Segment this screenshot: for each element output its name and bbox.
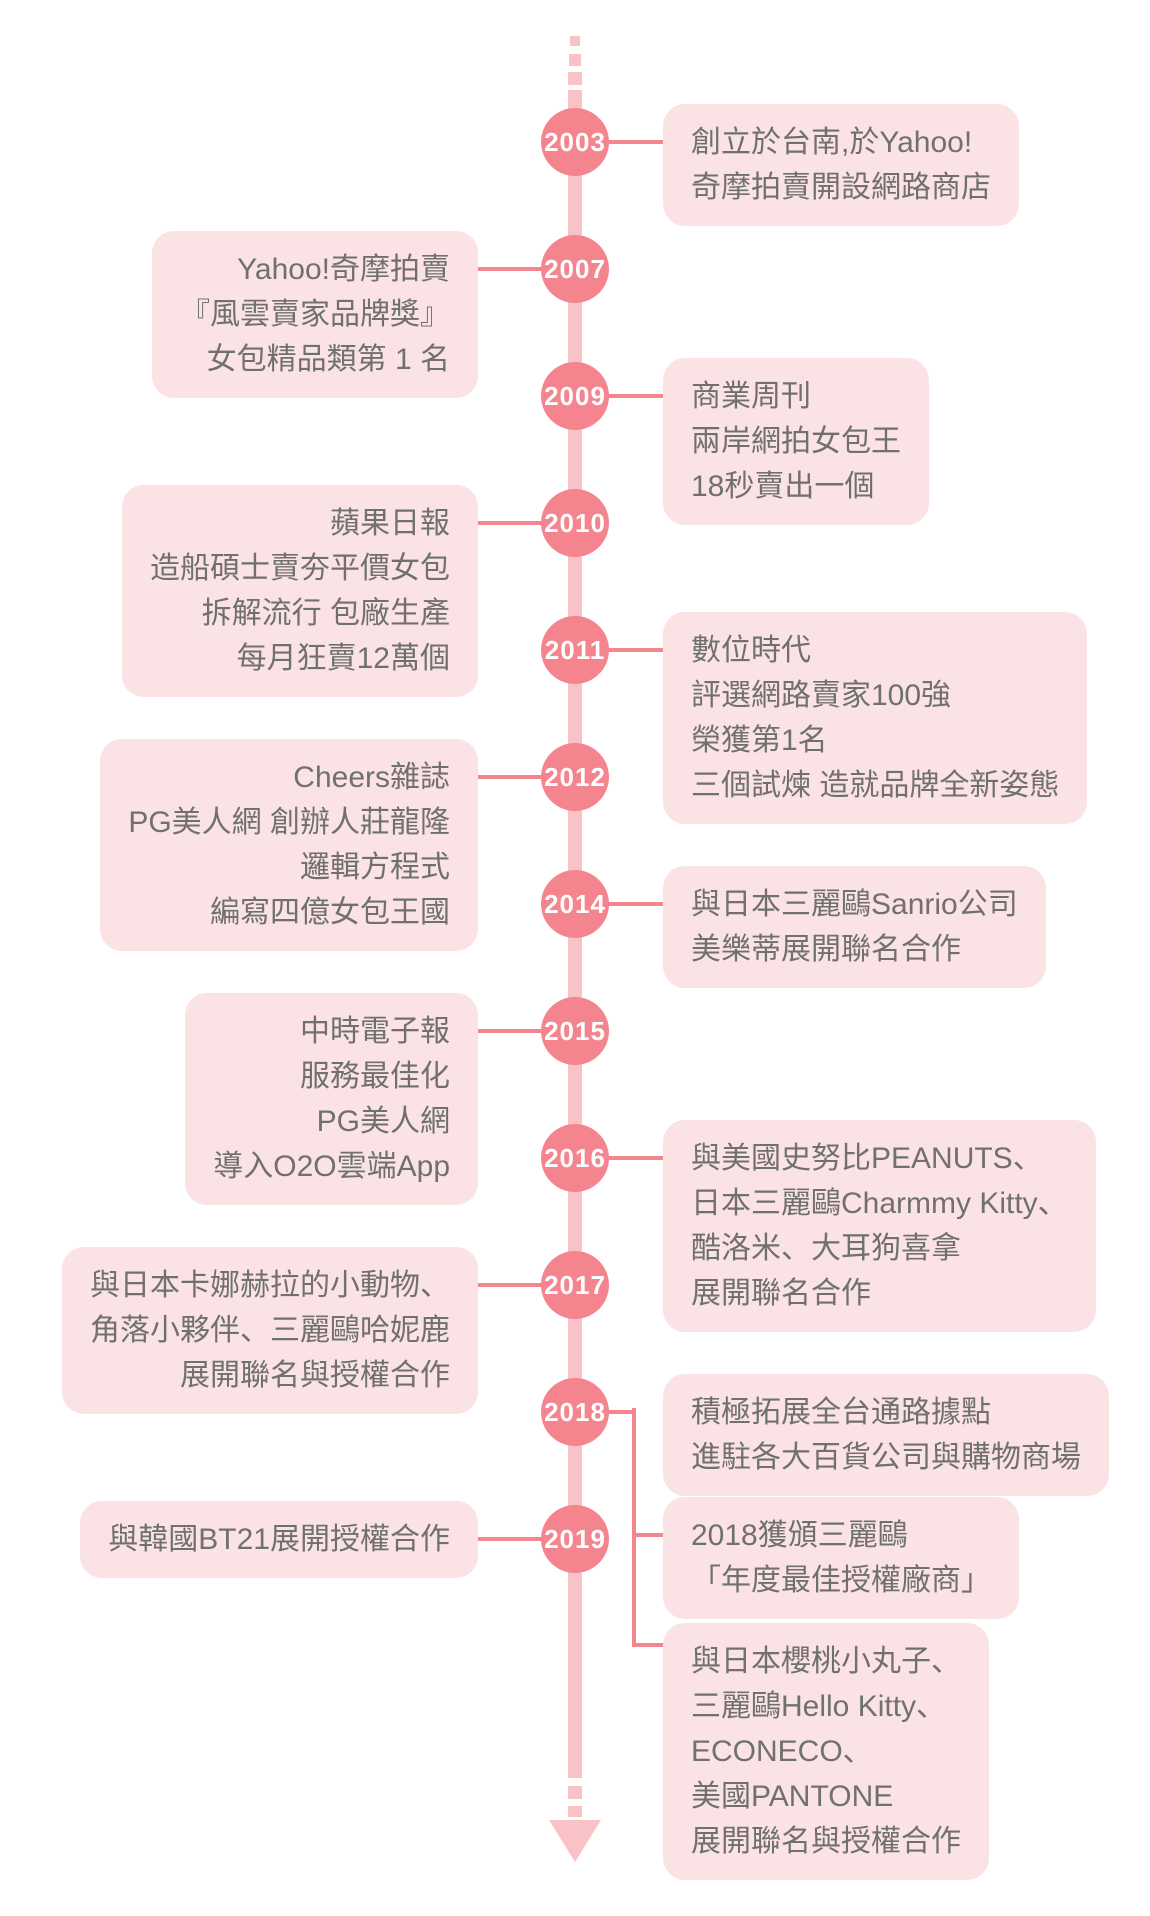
timeline-node-2003: 2003	[541, 108, 609, 176]
event-text-line: 三個試煉 造就品牌全新姿態	[691, 769, 1060, 802]
event-box-2017: 與日本卡娜赫拉的小動物、 角落小夥伴、三麗鷗哈妮鹿 展開聯名與授權合作	[62, 1247, 478, 1414]
event-box-2019-award: 2018獲頒三麗鷗 「年度最佳授權廠商」	[663, 1497, 1019, 1619]
connector-2018	[605, 1410, 635, 1414]
event-box-2012: Cheers雜誌 PG美人網 創辦人莊龍隆 邏輯方程式 編寫四億女包王國	[100, 739, 478, 951]
timeline-node-2019: 2019	[541, 1505, 609, 1573]
event-box-2010: 蘋果日報 造船碩士賣夯平價女包 拆解流行 包廠生產 每月狂賣12萬個	[122, 485, 478, 697]
event-text-line: 日本三麗鷗Charmmy Kitty、	[691, 1187, 1068, 1220]
timeline-node-2012: 2012	[541, 743, 609, 811]
event-text-line: 展開聯名合作	[691, 1277, 871, 1310]
event-box-2019-collab: 與日本櫻桃小丸子、 三麗鷗Hello Kitty、 ECONECO、 美國PAN…	[663, 1623, 989, 1880]
event-text-line: 創立於台南,於Yahoo!	[691, 126, 973, 159]
connector-2010	[476, 521, 545, 525]
event-text-line: 兩岸網拍女包王	[691, 425, 901, 458]
timeline-node-2007: 2007	[541, 235, 609, 303]
arrow-down-icon	[549, 1820, 601, 1862]
event-text-line: 拆解流行 包廠生產	[201, 597, 450, 630]
event-box-2009: 商業周刊 兩岸網拍女包王 18秒賣出一個	[663, 358, 929, 525]
event-text-line: 展開聯名與授權合作	[180, 1359, 450, 1392]
connector-2009	[605, 394, 665, 398]
timeline-node-2016: 2016	[541, 1124, 609, 1192]
event-text-line: 積極拓展全台通路據點	[691, 1396, 991, 1429]
event-text-line: Yahoo!奇摩拍賣	[237, 253, 450, 286]
spine-dash	[570, 36, 580, 46]
branch-line-2018	[632, 1408, 636, 1647]
timeline-node-2010: 2010	[541, 489, 609, 557]
connector-2016	[605, 1156, 665, 1160]
timeline-node-2009: 2009	[541, 362, 609, 430]
event-text-line: 進駐各大百貨公司與購物商場	[691, 1441, 1081, 1474]
timeline-node-2011: 2011	[541, 616, 609, 684]
event-text-line: 中時電子報	[300, 1015, 450, 1048]
branch-stub-2019-collab	[632, 1643, 665, 1647]
event-text-line: 導入O2O雲端App	[213, 1150, 450, 1183]
connector-2014	[605, 902, 665, 906]
timeline-node-2017: 2017	[541, 1251, 609, 1319]
event-text-line: 服務最佳化	[300, 1060, 450, 1093]
event-text-line: 女包精品類第 1 名	[206, 343, 450, 376]
event-box-2014: 與日本三麗鷗Sanrio公司 美樂蒂展開聯名合作	[663, 866, 1046, 988]
connector-2003	[605, 140, 665, 144]
event-text-line: 與美國史努比PEANUTS、	[691, 1142, 1043, 1175]
event-text-line: 商業周刊	[691, 380, 811, 413]
event-text-line: 邏輯方程式	[300, 851, 450, 884]
event-box-2011: 數位時代 評選網路賣家100強 榮獲第1名 三個試煉 造就品牌全新姿態	[663, 612, 1088, 824]
connector-2007	[476, 267, 545, 271]
event-text-line: 與韓國BT21展開授權合作	[108, 1523, 450, 1556]
connector-2019	[476, 1537, 545, 1541]
event-text-line: 與日本櫻桃小丸子、	[691, 1645, 961, 1678]
connector-2015	[476, 1029, 545, 1033]
event-text-line: 2018獲頒三麗鷗	[691, 1519, 908, 1552]
event-text-line: 美國PANTONE	[691, 1780, 894, 1813]
event-text-line: ECONECO、	[691, 1735, 873, 1768]
event-box-2015: 中時電子報 服務最佳化 PG美人網 導入O2O雲端App	[185, 993, 478, 1205]
event-text-line: 「年度最佳授權廠商」	[691, 1564, 991, 1597]
event-text-line: PG美人網 創辦人莊龍隆	[128, 806, 450, 839]
spine-dash	[568, 1786, 582, 1799]
event-text-line: 與日本卡娜赫拉的小動物、	[90, 1269, 450, 1302]
event-box-2018: 積極拓展全台通路據點 進駐各大百貨公司與購物商場	[663, 1374, 1109, 1496]
branch-stub-2019-award	[632, 1533, 665, 1537]
spine-dash	[568, 72, 582, 85]
event-text-line: 『風雲賣家品牌獎』	[180, 298, 450, 331]
event-text-line: 酷洛米、大耳狗喜拿	[691, 1232, 961, 1265]
event-text-line: 角落小夥伴、三麗鷗哈妮鹿	[90, 1314, 450, 1347]
event-text-line: 與日本三麗鷗Sanrio公司	[691, 888, 1018, 921]
event-text-line: PG美人網	[316, 1105, 450, 1138]
event-text-line: 每月狂賣12萬個	[236, 642, 450, 675]
event-text-line: 數位時代	[691, 634, 811, 667]
event-box-2019: 與韓國BT21展開授權合作	[80, 1501, 478, 1578]
event-text-line: 榮獲第1名	[691, 724, 828, 757]
connector-2017	[476, 1283, 545, 1287]
event-text-line: 評選網路賣家100強	[691, 679, 952, 712]
event-text-line: 奇摩拍賣開設網路商店	[691, 171, 991, 204]
event-text-line: 造船碩士賣夯平價女包	[150, 552, 450, 585]
event-text-line: 蘋果日報	[330, 507, 450, 540]
event-text-line: 展開聯名與授權合作	[691, 1825, 961, 1858]
timeline-node-2018: 2018	[541, 1378, 609, 1446]
event-box-2016: 與美國史努比PEANUTS、 日本三麗鷗Charmmy Kitty、 酷洛米、大…	[663, 1120, 1096, 1332]
timeline-node-2015: 2015	[541, 997, 609, 1065]
event-text-line: Cheers雜誌	[293, 761, 450, 794]
event-text-line: 三麗鷗Hello Kitty、	[691, 1690, 947, 1723]
spine-dash	[569, 54, 581, 66]
event-text-line: 編寫四億女包王國	[210, 896, 450, 929]
connector-2011	[605, 648, 665, 652]
event-text-line: 18秒賣出一個	[691, 470, 875, 503]
event-box-2007: Yahoo!奇摩拍賣 『風雲賣家品牌獎』 女包精品類第 1 名	[152, 231, 478, 398]
event-text-line: 美樂蒂展開聯名合作	[691, 933, 961, 966]
spine-dash	[568, 1806, 582, 1817]
event-box-2003: 創立於台南,於Yahoo! 奇摩拍賣開設網路商店	[663, 104, 1019, 226]
timeline-node-2014: 2014	[541, 870, 609, 938]
connector-2012	[476, 775, 545, 779]
